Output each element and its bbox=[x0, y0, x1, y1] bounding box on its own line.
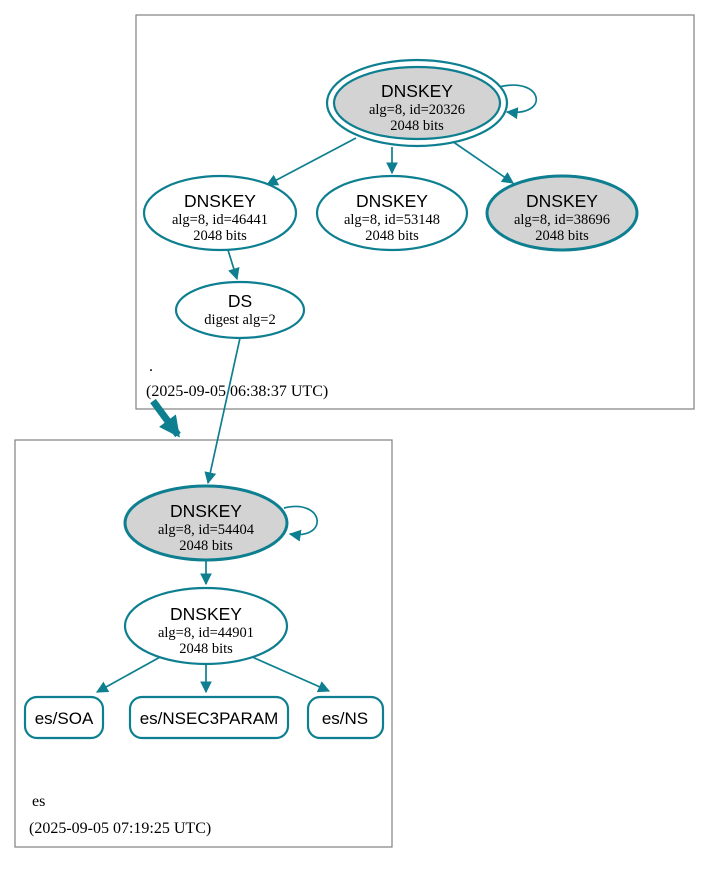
node-title: DNSKEY bbox=[526, 191, 598, 211]
zone-timestamp-root: (2025-09-05 06:38:37 UTC) bbox=[146, 383, 328, 400]
edge-zsk44901-to-soa bbox=[95, 655, 163, 693]
node-dnskey-38696[interactable]: DNSKEY alg=8, id=38696 2048 bits bbox=[485, 174, 639, 252]
node-rrset-es-soa[interactable]: es/SOA bbox=[23, 695, 105, 740]
edge-ksk20326-to-zsk46441 bbox=[265, 137, 357, 186]
key-ellipse bbox=[123, 586, 289, 666]
node-dnskey-44901[interactable]: DNSKEY alg=8, id=44901 2048 bits bbox=[123, 586, 289, 666]
rrset-rect bbox=[306, 695, 385, 740]
node-detail: digest alg=2 bbox=[204, 312, 275, 328]
node-detail: 2048 bits bbox=[179, 538, 233, 554]
edge-ksk20326-selfloop bbox=[498, 84, 537, 120]
rrset-label: es/NS bbox=[322, 709, 368, 728]
node-detail: alg=8, id=44901 bbox=[158, 625, 254, 641]
key-ellipse bbox=[315, 174, 469, 252]
node-dnskey-54404[interactable]: DNSKEY alg=8, id=54404 2048 bits bbox=[123, 484, 289, 562]
node-title: DNSKEY bbox=[356, 191, 428, 211]
rrset-label: es/NSEC3PARAM bbox=[140, 709, 279, 728]
edge-zsk44901-to-ns bbox=[249, 655, 331, 693]
zone-name-root: . bbox=[149, 358, 153, 375]
node-ds[interactable]: DS digest alg=2 bbox=[174, 280, 306, 340]
node-dnskey-20326[interactable]: DNSKEY alg=8, id=20326 2048 bits bbox=[325, 58, 509, 148]
node-rrset-es-nsec3param[interactable]: es/NSEC3PARAM bbox=[128, 695, 290, 740]
rrset-label: es/SOA bbox=[35, 709, 94, 728]
zone-name-es: es bbox=[32, 793, 45, 810]
node-detail: 2048 bits bbox=[535, 228, 589, 244]
node-dnskey-53148[interactable]: DNSKEY alg=8, id=53148 2048 bits bbox=[315, 174, 469, 252]
rrset-rect bbox=[23, 695, 105, 740]
node-detail: alg=8, id=46441 bbox=[172, 212, 268, 228]
node-detail: alg=8, id=53148 bbox=[344, 212, 440, 228]
node-title: DS bbox=[228, 291, 252, 311]
zone-box-es bbox=[14, 439, 393, 848]
edge-ksk54404-selfloop bbox=[283, 505, 318, 542]
node-detail: alg=8, id=20326 bbox=[369, 102, 465, 118]
zone-timestamp-es: (2025-09-05 07:19:25 UTC) bbox=[29, 820, 211, 837]
edge-zsk46441-to-ds bbox=[227, 249, 240, 281]
ds-ellipse bbox=[174, 280, 306, 340]
node-detail: 2048 bits bbox=[365, 228, 419, 244]
edge-delegation-root-to-es bbox=[150, 398, 181, 438]
node-title: DNSKEY bbox=[170, 501, 242, 521]
node-title: DNSKEY bbox=[184, 191, 256, 211]
node-dnskey-46441[interactable]: DNSKEY alg=8, id=46441 2048 bits bbox=[142, 174, 298, 252]
node-detail: 2048 bits bbox=[179, 641, 233, 657]
edge-ksk20326-to-ksk38696 bbox=[448, 138, 514, 184]
node-rrset-es-ns[interactable]: es/NS bbox=[306, 695, 385, 740]
node-title: DNSKEY bbox=[170, 604, 242, 624]
node-detail: 2048 bits bbox=[390, 118, 444, 134]
node-title: DNSKEY bbox=[381, 81, 453, 101]
edge-ds-to-ksk54404 bbox=[204, 337, 241, 485]
node-detail: alg=8, id=54404 bbox=[158, 522, 255, 538]
rrset-rect bbox=[128, 695, 290, 740]
key-ellipse bbox=[123, 484, 289, 562]
key-ellipse bbox=[485, 174, 639, 252]
node-detail: alg=8, id=38696 bbox=[514, 212, 610, 228]
node-detail: 2048 bits bbox=[193, 228, 247, 244]
ksk-inner-ring bbox=[332, 65, 502, 141]
key-ellipse bbox=[142, 174, 298, 252]
zone-box-root bbox=[135, 14, 695, 410]
